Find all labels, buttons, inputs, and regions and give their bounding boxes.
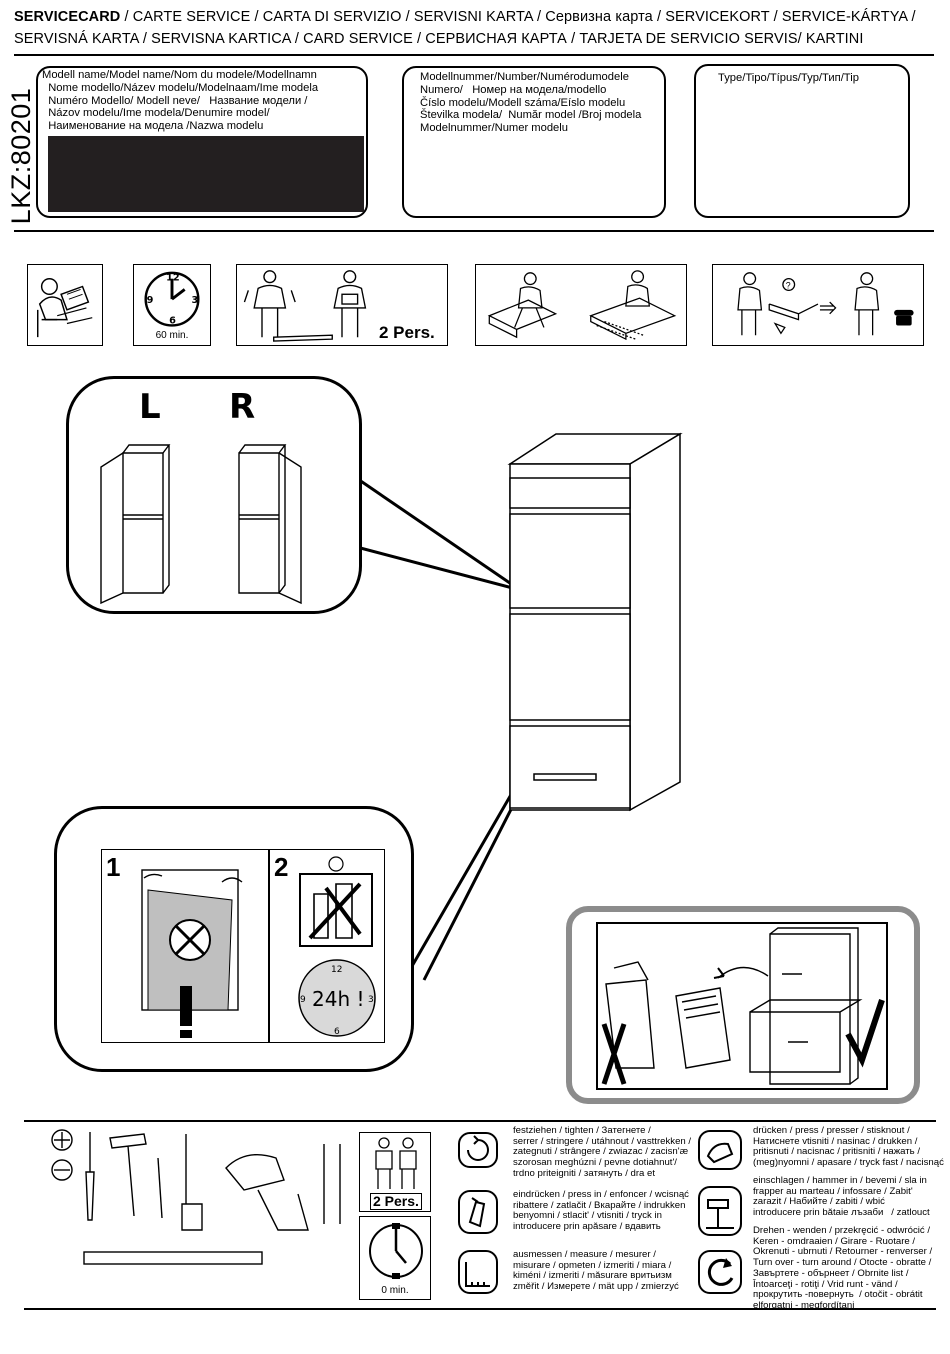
- two-persons-panel: 2 Pers.: [236, 264, 448, 346]
- hinge-variant-callout: L R: [66, 376, 362, 614]
- cabinet-drawing: [507, 432, 683, 812]
- warning-clock-6: 6: [334, 1027, 340, 1037]
- type-label: Type/Tipo/Típus/Typ/Тип/Tip: [718, 72, 859, 84]
- press-in-icon: [458, 1190, 498, 1234]
- tools-top-divider: [24, 1120, 936, 1122]
- unpacking-icon: [487, 270, 677, 341]
- tools-time-panel: 0 min.: [359, 1216, 431, 1300]
- phillips-screw-icon: [51, 1129, 73, 1151]
- clock-number-9: 9: [147, 295, 154, 306]
- turn-over-icon: [698, 1250, 742, 1294]
- model-number-label: Modellnummer/Number/Numérodumodele Numer…: [420, 71, 642, 135]
- press-icon: [698, 1130, 742, 1170]
- warning-clock-12: 12: [331, 965, 342, 975]
- drill-icon: [225, 1154, 309, 1231]
- pencil-icon: [157, 1157, 163, 1219]
- keep-instructions-panel: [566, 906, 920, 1104]
- header-line-2: SERVISNÁ KARTA / SERVISNA KARTICA / CARD…: [14, 31, 864, 47]
- two-workers-icon: [243, 270, 367, 342]
- call-service-icon: ?: [737, 272, 914, 336]
- wait-24h-clock-icon: 12 3 6 9 24h !: [298, 959, 376, 1037]
- step-number-1: 1: [106, 852, 121, 882]
- clock-number-3: 3: [191, 295, 198, 306]
- clock-caption: 60 min.: [155, 330, 189, 341]
- header-line-1: SERVICECARD / CARTE SERVICE / CARTA DI S…: [14, 9, 916, 25]
- no-wet-cleaning-icon: [141, 869, 243, 1038]
- time-panel: 12 3 6 9 60 min.: [133, 264, 211, 346]
- header-title: SERVICECARD: [14, 9, 121, 25]
- legend-hammer: einschlagen / hammer in / bevemi / sla i…: [753, 1175, 930, 1219]
- clock-number-12: 12: [166, 273, 180, 284]
- wait-24h-label: 24h !: [312, 987, 365, 1011]
- tools-persons-panel: 2 Pers.: [359, 1132, 431, 1212]
- clock-icon: 12 3 6 9: [144, 271, 200, 327]
- legend-tighten: festziehen / tighten / Затегнете / serre…: [513, 1125, 692, 1179]
- call-service-panel: ?: [712, 264, 924, 346]
- tighten-icon: [458, 1132, 498, 1168]
- boxes-divider: [14, 230, 934, 232]
- unpack-panel: [475, 264, 687, 346]
- wait-warning-panel: 2 12 3 6 9 24h !: [269, 849, 385, 1043]
- two-persons-icon: [375, 1137, 417, 1189]
- svg-text:?: ?: [786, 280, 791, 290]
- tape-measure-icon: [181, 1134, 203, 1231]
- header-divider: [14, 54, 934, 56]
- reading-person-icon: [37, 277, 93, 338]
- tools-time-caption: 0 min.: [381, 1285, 409, 1296]
- spirit-level-icon: [83, 1251, 263, 1265]
- cleaning-warning-panel: 1: [101, 849, 269, 1043]
- drill-bits-icon: [323, 1144, 341, 1224]
- telephone-icon: [894, 309, 914, 326]
- step-number-2: 2: [274, 852, 289, 882]
- screwdriver-icon: [85, 1132, 95, 1221]
- legend-measure: ausmessen / measure / mesurer / misurare…: [513, 1249, 679, 1293]
- cabinet-variants-icon: [100, 444, 302, 605]
- no-chemicals-icon: [299, 856, 373, 947]
- model-name-label: Modell name/Model name/Nom du modele/Mod…: [42, 69, 319, 133]
- hammer-in-icon: [698, 1186, 742, 1236]
- hammer-icon: [109, 1133, 147, 1217]
- required-tools-icon: [51, 1129, 341, 1265]
- warning-clock-3: 3: [368, 995, 374, 1005]
- flat-screw-icon: [51, 1159, 73, 1181]
- tools-bottom-divider: [24, 1308, 936, 1310]
- care-warning-callout: 1 2 12 3 6 9 24h !: [54, 806, 414, 1072]
- warning-clock-9: 9: [300, 995, 306, 1005]
- tools-persons-label: 2 Pers.: [370, 1193, 422, 1210]
- model-name-box: Modell name/Model name/Nom du modele/Mod…: [36, 66, 368, 218]
- model-number-box: Modellnummer/Number/Numérodumodele Numer…: [402, 66, 666, 218]
- right-variant-label: R: [229, 387, 256, 427]
- legend-press: drücken / press / presser / stisknout / …: [753, 1125, 944, 1169]
- zero-minutes-clock-icon: [369, 1223, 423, 1279]
- model-name-redacted: [48, 136, 364, 212]
- legend-turn-over: Drehen - wenden / przekręcić - odwrócić …: [753, 1225, 933, 1311]
- read-instructions-panel: [27, 264, 103, 346]
- file-instructions-icon: [601, 927, 885, 1085]
- left-variant-label: L: [139, 387, 161, 427]
- keep-instructions-inner: [596, 922, 888, 1090]
- persons-label: 2 Pers.: [379, 323, 435, 342]
- legend-press-in: eindrücken / press in / enfoncer / wcisn…: [513, 1189, 689, 1233]
- measure-icon: [458, 1250, 498, 1294]
- clock-number-6: 6: [169, 316, 176, 327]
- type-box: Type/Tipo/Típus/Typ/Тип/Tip: [694, 64, 910, 218]
- header-line-1-rest: / CARTE SERVICE / CARTA DI SERVIZIO / SE…: [120, 9, 916, 25]
